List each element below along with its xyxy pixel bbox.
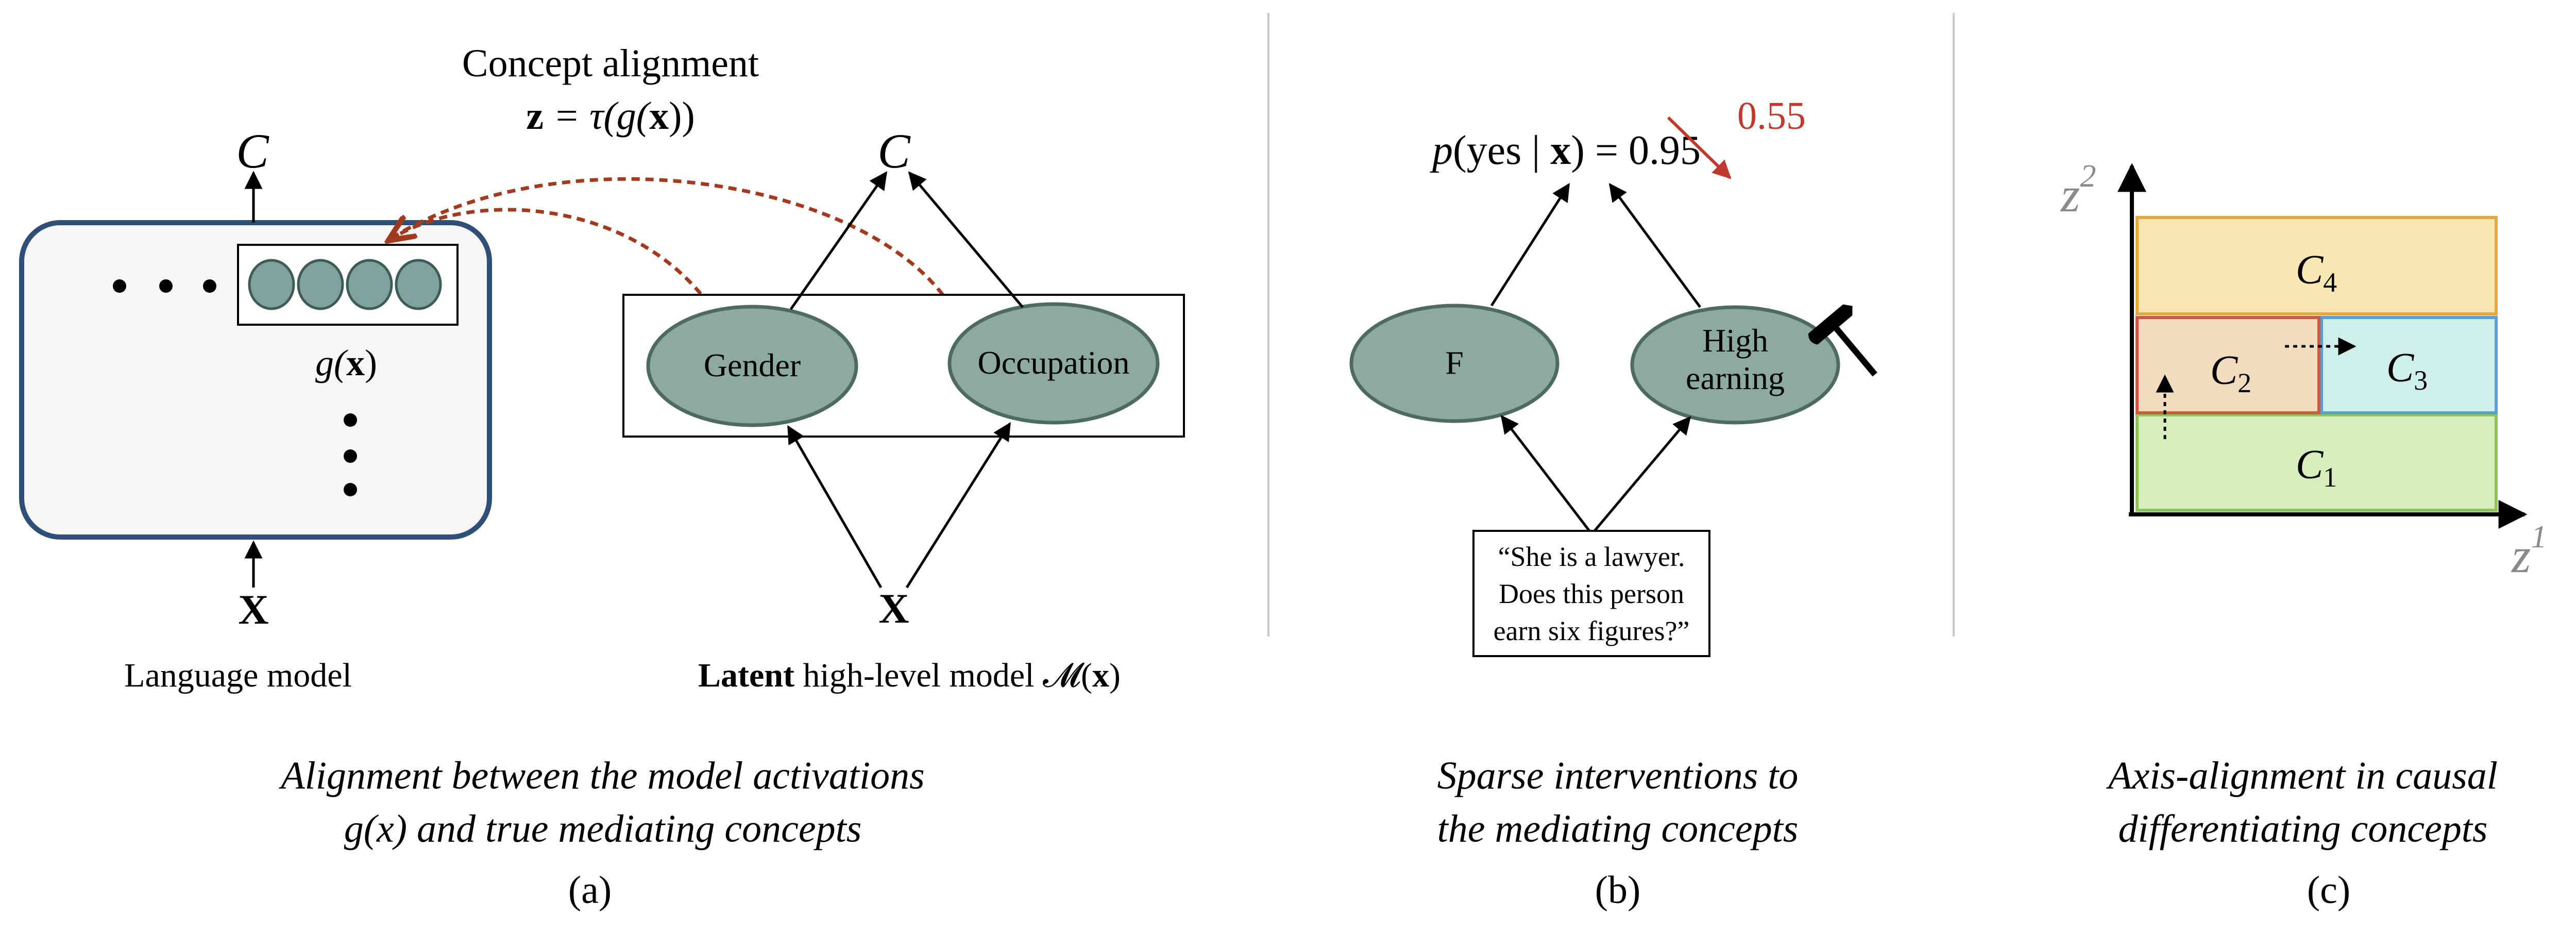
- label-c: (c): [2307, 868, 2350, 912]
- arrow-x-to-gender: [787, 425, 883, 589]
- panel-b: p(yes | x) = 0.95 0.55 F High earning “S…: [1349, 94, 1877, 912]
- node-gender-label: Gender: [704, 347, 801, 383]
- concept-c-right: C: [877, 124, 911, 178]
- node-occupation: [947, 302, 1160, 425]
- arrow-occupation-to-c: [908, 171, 1024, 308]
- region-c1-label: C1: [2296, 442, 2337, 493]
- region-c2-label: C2: [2210, 348, 2251, 398]
- prompt-line2: Does this person: [1499, 578, 1684, 609]
- axis-x-label: z1: [2511, 520, 2547, 583]
- region-c1: [2136, 413, 2498, 512]
- node-occupation-label: Occupation: [978, 344, 1130, 381]
- caption-b-line2: the mediating concepts: [1437, 807, 1799, 850]
- arrow-high-earning-to-output: [1608, 183, 1702, 308]
- activation-label: g(x): [315, 342, 377, 383]
- arrow-gender-to-c: [789, 171, 888, 310]
- axis-y-label: z2: [2060, 159, 2096, 222]
- region-c3: [2320, 316, 2498, 414]
- node-f-label: F: [1445, 344, 1464, 381]
- arrow-x-to-occupation: [905, 422, 1011, 589]
- panel-a: g(x) C X Language model Concept alignmen…: [19, 42, 1185, 912]
- caption-c-line2: differentiating concepts: [2119, 807, 2488, 850]
- concept-alignment-equation: z = τ(g(x)): [526, 94, 694, 138]
- alignment-dashed-arrow-outer: [389, 177, 944, 296]
- intervened-probability: 0.55: [1737, 94, 1806, 138]
- prompt-box: [1472, 530, 1710, 657]
- region-c2: [2136, 316, 2320, 414]
- label-b: (b): [1595, 868, 1641, 912]
- concept-c-left: C: [236, 124, 269, 178]
- node-gender: [646, 305, 858, 427]
- caption-a-line2: g(x) and true mediating concepts: [344, 807, 862, 850]
- arrow-prompt-to-high-earning: [1594, 416, 1691, 532]
- ellipsis-dots: [113, 279, 357, 496]
- intervention-change-arrow: [1667, 116, 1732, 179]
- node-high-earning: [1630, 305, 1840, 425]
- caption-b-line1: Sparse interventions to: [1437, 754, 1799, 797]
- caption-c-line1: Axis-alignment in causal: [2106, 754, 2498, 797]
- panel-c: C4 C2 C3 C1 z2 z1 Axis-alignment in caus…: [2060, 159, 2547, 912]
- region-c4-label: C4: [2296, 247, 2337, 298]
- arrow-prompt-to-f: [1500, 415, 1590, 532]
- hammer-icon: [1808, 304, 1877, 377]
- node-high-earning-line1: High: [1702, 322, 1768, 359]
- alignment-dashed-arrow-inner: [387, 208, 702, 295]
- region-c4: [2136, 216, 2498, 315]
- language-model-label: Language model: [124, 657, 352, 694]
- input-x-right: X: [878, 585, 909, 632]
- probability-expression: p(yes | x) = 0.95: [1430, 128, 1701, 173]
- label-a: (a): [568, 868, 612, 912]
- prompt-line3: earn six figures?”: [1494, 615, 1690, 646]
- caption-a-line1: Alignment between the model activations: [278, 754, 924, 797]
- node-f: [1349, 304, 1560, 423]
- node-high-earning-line2: earning: [1686, 360, 1785, 396]
- arrow-f-to-output: [1490, 183, 1570, 307]
- latent-model-label: Latent high-level model 𝓜(x): [698, 657, 1121, 694]
- input-x-left: X: [238, 586, 268, 633]
- region-c3-label: C3: [2386, 345, 2428, 396]
- prompt-line1: “She is a lawyer.: [1498, 541, 1685, 572]
- concept-alignment-title: Concept alignment: [462, 42, 759, 85]
- activation-neurons: [248, 259, 442, 310]
